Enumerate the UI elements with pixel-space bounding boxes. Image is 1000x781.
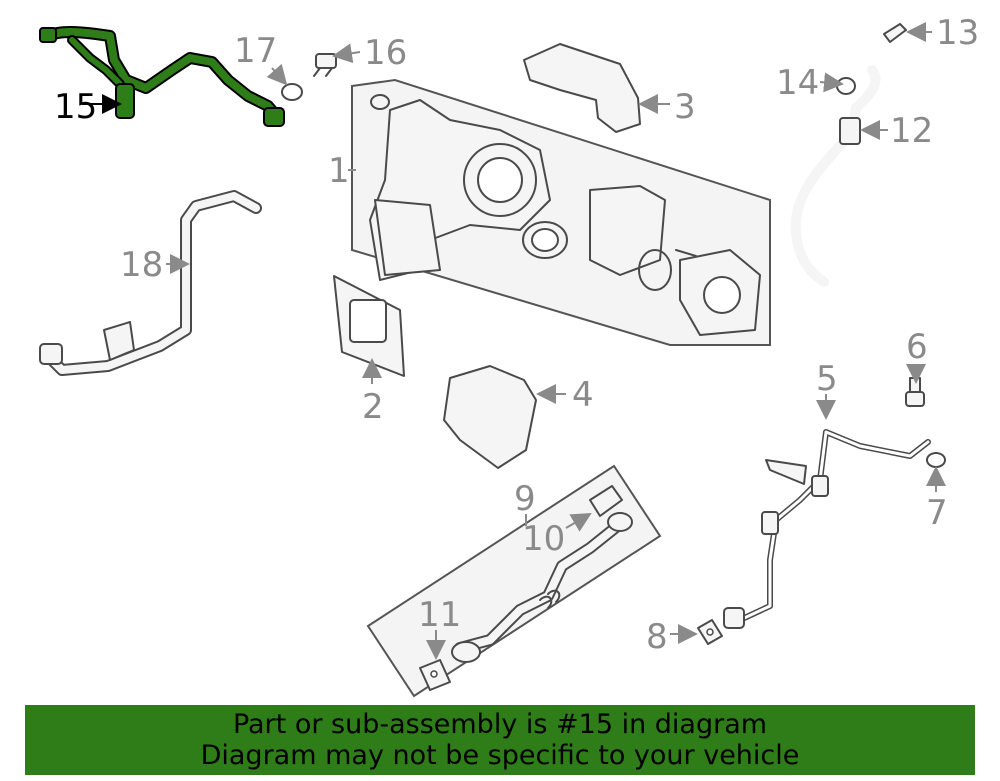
part-6-bolt[interactable]	[905, 377, 925, 407]
callout-14: 14	[776, 63, 819, 103]
part-14-o-ring[interactable]	[836, 77, 856, 95]
part-18-coolant-pipe[interactable]	[39, 190, 262, 376]
leader-17	[266, 63, 288, 86]
callout-18: 18	[120, 245, 163, 285]
leader-16	[332, 43, 361, 64]
callout-6: 6	[906, 327, 928, 367]
part-2-gasket[interactable]	[333, 275, 405, 377]
part-13-bolt[interactable]	[883, 23, 907, 43]
notice-line-2: Diagram may not be specific to your vehi…	[200, 740, 800, 771]
part-12-coolant-hose[interactable]	[790, 65, 881, 287]
part-17-o-ring[interactable]	[281, 83, 303, 101]
part-16-bolt[interactable]	[313, 53, 337, 77]
part-1-turbocharger-assembly[interactable]	[351, 78, 771, 346]
part-11-gasket[interactable]	[419, 659, 451, 691]
callout-16: 16	[364, 33, 407, 73]
notice-line-1: Part or sub-assembly is #15 in diagram	[232, 709, 768, 740]
notice-banner: Part or sub-assembly is #15 in diagram D…	[25, 705, 975, 775]
callout-9: 9	[514, 479, 536, 519]
leader-14	[819, 72, 844, 93]
part-10-gasket[interactable]	[589, 485, 623, 517]
parts-diagram: 15 16 17 1 2 3 4 5 6 7 8 9 10 11 12 13 1…	[39, 13, 979, 698]
callout-15: 15	[54, 87, 97, 127]
part-7-washer[interactable]	[926, 452, 946, 468]
callout-10: 10	[522, 519, 565, 559]
callout-2: 2	[362, 387, 384, 427]
part-4-heat-shield[interactable]	[443, 365, 537, 469]
callout-17: 17	[234, 31, 277, 71]
callout-11: 11	[418, 595, 461, 635]
leader-10	[565, 512, 592, 532]
part-8-gasket[interactable]	[697, 619, 723, 645]
callout-8: 8	[646, 617, 668, 657]
part-3-heat-shield[interactable]	[523, 43, 641, 133]
part-5-oil-feed-line[interactable]	[723, 429, 931, 629]
callout-3: 3	[674, 87, 696, 127]
callout-7: 7	[926, 493, 948, 533]
callout-4: 4	[572, 375, 594, 415]
callout-13: 13	[936, 13, 979, 53]
callout-5: 5	[816, 359, 838, 399]
callout-1: 1	[328, 151, 350, 191]
callout-12: 12	[890, 111, 933, 151]
